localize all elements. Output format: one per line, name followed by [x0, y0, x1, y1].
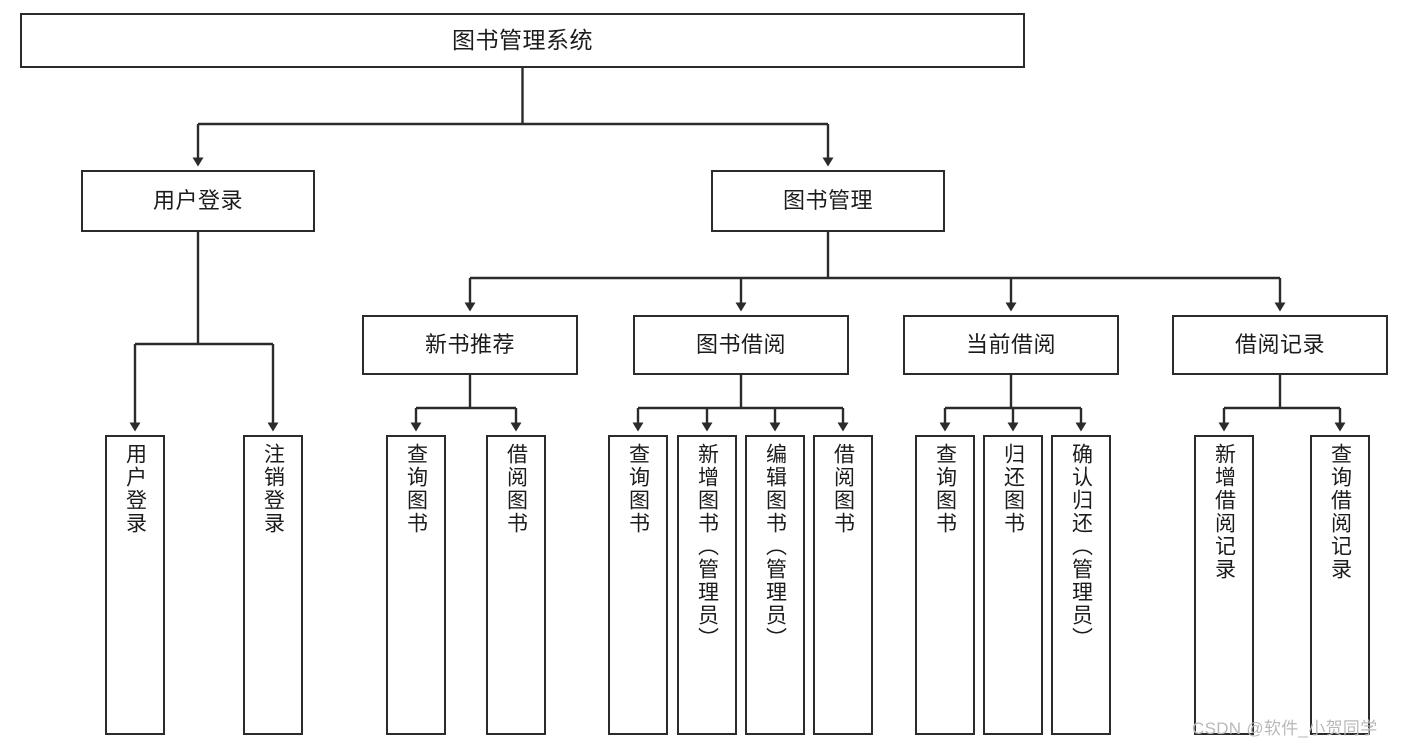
node-borrow-record[interactable]: 借阅记录	[1172, 315, 1388, 375]
leaf-borrow-add-book-label: 新增图书（管理员）	[695, 443, 719, 650]
node-user-login-label: 用户登录	[152, 188, 243, 214]
node-new-book-recommend-label: 新书推荐	[424, 332, 515, 358]
leaf-current-return-book-label: 归还图书	[1001, 443, 1025, 535]
node-user-login[interactable]: 用户登录	[81, 170, 315, 232]
leaf-record-add-label: 新增借阅记录	[1212, 443, 1236, 581]
leaf-borrow-edit-book[interactable]: 编辑图书（管理员）	[745, 435, 805, 735]
leaf-record-add[interactable]: 新增借阅记录	[1194, 435, 1254, 735]
leaf-recommend-query-book[interactable]: 查询图书	[386, 435, 446, 735]
node-book-management[interactable]: 图书管理	[711, 170, 945, 232]
leaf-record-query[interactable]: 查询借阅记录	[1310, 435, 1370, 735]
node-new-book-recommend[interactable]: 新书推荐	[362, 315, 578, 375]
leaf-current-return-book[interactable]: 归还图书	[983, 435, 1043, 735]
leaf-recommend-borrow-book-label: 借阅图书	[504, 443, 528, 535]
leaf-recommend-query-book-label: 查询图书	[404, 443, 428, 535]
node-root-label: 图书管理系统	[452, 27, 593, 54]
node-borrow-record-label: 借阅记录	[1234, 332, 1325, 358]
leaf-borrow-edit-book-label: 编辑图书（管理员）	[763, 443, 787, 650]
leaf-recommend-borrow-book[interactable]: 借阅图书	[486, 435, 546, 735]
node-book-borrow[interactable]: 图书借阅	[633, 315, 849, 375]
leaf-user-logout-label: 注销登录	[261, 443, 285, 535]
node-current-borrow[interactable]: 当前借阅	[903, 315, 1119, 375]
leaf-user-login[interactable]: 用户登录	[105, 435, 165, 735]
leaf-current-confirm-return[interactable]: 确认归还（管理员）	[1051, 435, 1111, 735]
leaf-borrow-query-book-label: 查询图书	[626, 443, 650, 535]
leaf-current-query-book-label: 查询图书	[933, 443, 957, 535]
leaf-borrow-borrow-book-label: 借阅图书	[831, 443, 855, 535]
leaf-borrow-query-book[interactable]: 查询图书	[608, 435, 668, 735]
node-root[interactable]: 图书管理系统	[20, 13, 1025, 68]
node-current-borrow-label: 当前借阅	[965, 332, 1056, 358]
leaf-borrow-borrow-book[interactable]: 借阅图书	[813, 435, 873, 735]
leaf-record-query-label: 查询借阅记录	[1328, 443, 1352, 581]
leaf-user-login-label: 用户登录	[123, 443, 147, 535]
node-book-management-label: 图书管理	[782, 188, 873, 214]
leaf-current-query-book[interactable]: 查询图书	[915, 435, 975, 735]
leaf-borrow-add-book[interactable]: 新增图书（管理员）	[677, 435, 737, 735]
leaf-current-confirm-return-label: 确认归还（管理员）	[1069, 443, 1093, 650]
node-book-borrow-label: 图书借阅	[695, 332, 786, 358]
leaf-user-logout[interactable]: 注销登录	[243, 435, 303, 735]
